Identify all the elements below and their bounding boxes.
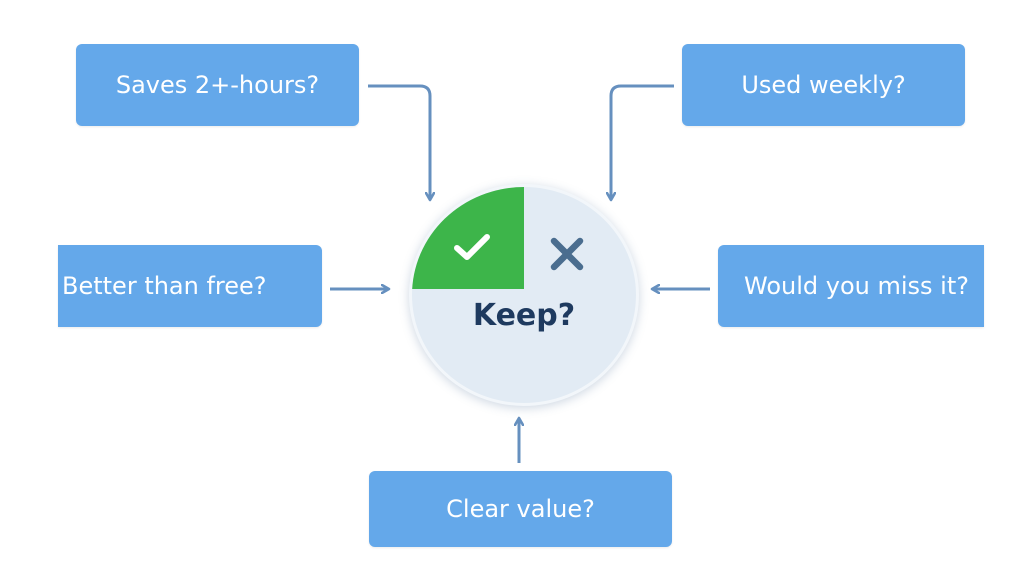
hub-title: Keep?: [472, 298, 576, 333]
decision-hub: Keep?: [409, 184, 639, 406]
accept-quadrant: [412, 187, 524, 289]
check-icon: [454, 234, 490, 260]
criterion-better-than-free: Better than free?: [58, 245, 322, 327]
criterion-used-weekly-label: Used weekly?: [741, 71, 906, 99]
criterion-saves-time: Saves 2+-hours?: [76, 44, 359, 126]
arrow-saves-time: [368, 84, 430, 200]
arrow-used-weekly: [611, 84, 674, 200]
criterion-saves-time-label: Saves 2+-hours?: [115, 71, 320, 99]
criterion-used-weekly: Used weekly?: [682, 44, 965, 126]
criterion-clear-value-label: Clear value?: [446, 495, 595, 523]
criterion-better-than-free-label: Better than free?: [62, 272, 267, 300]
criterion-would-miss: Would you miss it?: [718, 245, 984, 327]
close-icon: [550, 237, 584, 271]
criterion-clear-value: Clear value?: [369, 471, 672, 547]
criterion-would-miss-label: Would you miss it?: [744, 272, 969, 300]
